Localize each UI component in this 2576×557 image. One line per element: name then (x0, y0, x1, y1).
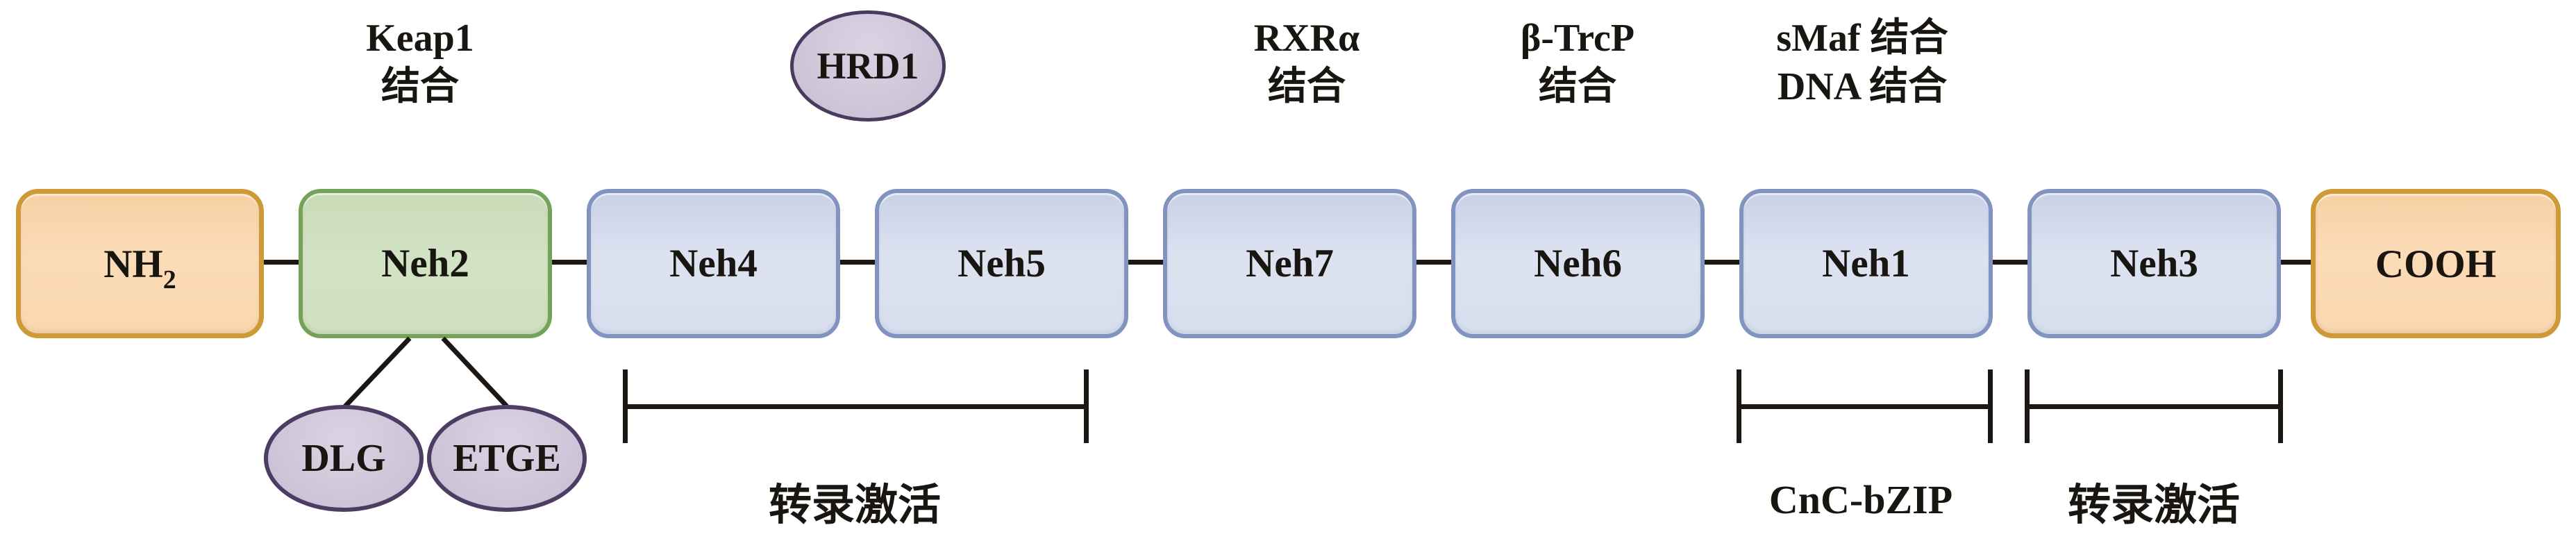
connector-neh2-neh4 (552, 260, 587, 265)
domain-box-neh2: Neh2 (299, 189, 552, 338)
neh7-label: Neh7 (1246, 242, 1334, 285)
bracket-transactivation-neh3 (2025, 369, 2283, 443)
domain-box-neh1: Neh1 (1739, 189, 1993, 338)
domain-box-nh2-terminus: NH2 (16, 189, 264, 338)
bracket-end-right (1084, 369, 1089, 443)
connector-neh4-neh5 (840, 260, 875, 265)
neh2-label: Neh2 (381, 242, 469, 285)
domain-box-cooh-terminus: COOH (2311, 189, 2561, 338)
label-btrcp-binding-line1: β-TrcP (1520, 17, 1635, 60)
domain-box-neh7: Neh7 (1163, 189, 1416, 338)
label-rxra-binding: RXRα 结合 (1254, 14, 1360, 111)
label-keap1-binding: Keap1 结合 (366, 14, 474, 111)
nh2-label: NH (103, 242, 163, 286)
domain-box-neh5: Neh5 (875, 189, 1128, 338)
bracket-end-right (1988, 369, 1993, 443)
connector-neh6-neh1 (1705, 260, 1739, 265)
connector-neh7-neh6 (1416, 260, 1451, 265)
nh2-subscript: 2 (162, 265, 176, 294)
label-transactivation-1: 转录激活 (768, 482, 942, 529)
dlg-label: DLG (301, 437, 386, 480)
connector-neh3-cooh (2281, 260, 2311, 265)
connector-neh1-neh3 (1993, 260, 2027, 265)
label-btrcp-binding-line2: 结合 (1538, 65, 1616, 108)
etge-ellipse: ETGE (427, 405, 587, 512)
connector-neh5-neh7 (1128, 260, 1163, 265)
hrd1-ellipse: HRD1 (790, 10, 946, 122)
label-smaf-dna-binding: sMaf 结合 DNA 结合 (1776, 14, 1948, 111)
cooh-label: COOH (2375, 242, 2497, 286)
etge-label: ETGE (453, 437, 561, 480)
neh6-label: Neh6 (1534, 242, 1622, 285)
line-neh2-to-dlg (343, 336, 412, 408)
label-cnc-bzip: CnC-bZIP (1768, 477, 1953, 522)
bracket-line (623, 404, 1089, 409)
connector-nh2-neh2 (264, 260, 299, 265)
neh2-motif-connector-lines (343, 336, 509, 408)
domain-box-neh4: Neh4 (587, 189, 840, 338)
label-smaf-binding-line1: sMaf 结合 (1776, 17, 1948, 60)
domain-box-neh3: Neh3 (2027, 189, 2281, 338)
label-btrcp-binding: β-TrcP 结合 (1521, 14, 1634, 111)
bracket-transactivation-neh4-neh5 (623, 369, 1089, 443)
bracket-line (1737, 404, 1993, 409)
neh5-label: Neh5 (957, 242, 1046, 285)
bracket-cnc-bzip-neh1 (1737, 369, 1993, 443)
label-keap1-binding-line1: Keap1 (366, 17, 474, 60)
label-rxra-binding-line1: RXRα (1253, 17, 1360, 60)
label-dna-binding-line2: DNA 结合 (1777, 65, 1948, 108)
dlg-ellipse: DLG (264, 405, 424, 512)
neh4-label: Neh4 (669, 242, 758, 285)
bracket-line (2025, 404, 2283, 409)
label-transactivation-2: 转录激活 (2067, 482, 2241, 529)
neh3-label: Neh3 (2110, 242, 2198, 285)
hrd1-label: HRD1 (817, 45, 919, 87)
label-keap1-binding-line2: 结合 (381, 65, 459, 108)
domain-box-neh6: Neh6 (1451, 189, 1705, 338)
neh1-label: Neh1 (1822, 242, 1910, 285)
line-neh2-to-etge (441, 336, 509, 408)
bracket-end-right (2278, 369, 2283, 443)
label-rxra-binding-line2: 结合 (1267, 65, 1346, 108)
